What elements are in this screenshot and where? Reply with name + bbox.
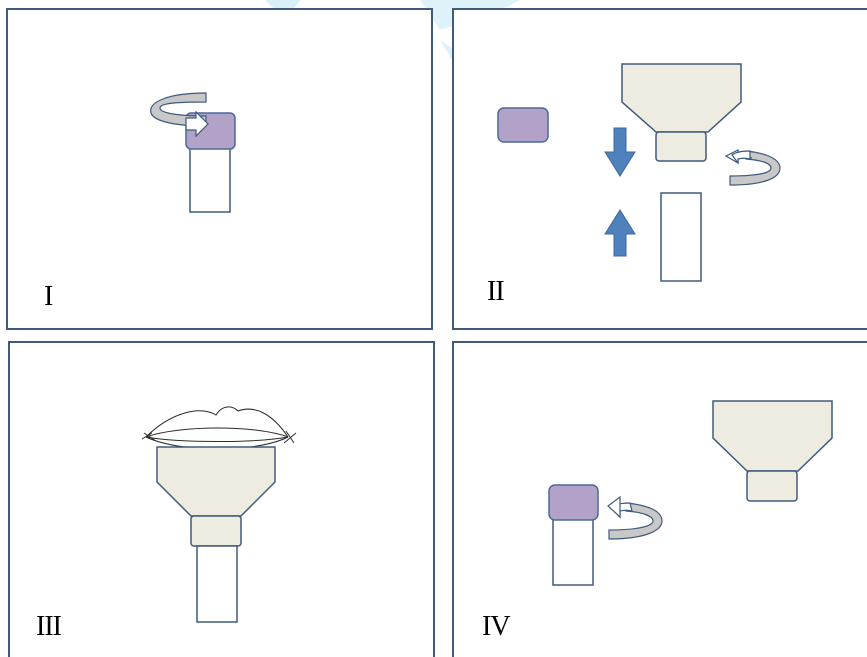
lips-icon bbox=[141, 406, 297, 450]
tube-cap bbox=[497, 107, 549, 143]
collection-funnel bbox=[621, 63, 742, 162]
panel-4-illustration bbox=[548, 400, 833, 586]
sample-tube bbox=[196, 545, 238, 623]
panel-numeral: II bbox=[487, 276, 505, 307]
panel-numeral: III bbox=[36, 611, 62, 642]
sample-tube bbox=[552, 512, 594, 586]
panel-1-illustration bbox=[150, 92, 236, 213]
curved-rotation-arrow-icon bbox=[150, 92, 209, 138]
panel-2: II bbox=[452, 8, 867, 330]
up-arrow-icon bbox=[604, 209, 636, 257]
curved-rotation-arrow-icon bbox=[607, 495, 663, 540]
down-arrow-icon bbox=[604, 127, 636, 177]
collection-funnel bbox=[712, 400, 833, 502]
tube-cap bbox=[548, 484, 599, 521]
panel-3: III bbox=[8, 341, 435, 657]
curved-rotation-arrow-icon bbox=[724, 149, 781, 186]
collection-funnel bbox=[156, 446, 276, 547]
panel-numeral: IV bbox=[482, 611, 511, 642]
panel-3-illustration bbox=[141, 406, 297, 623]
panel-4: IV bbox=[452, 341, 867, 657]
panel-1: I bbox=[6, 8, 433, 330]
panel-2-illustration bbox=[497, 63, 781, 282]
panel-numeral: I bbox=[44, 281, 53, 312]
sample-tube bbox=[189, 139, 231, 213]
sample-tube bbox=[660, 192, 702, 282]
